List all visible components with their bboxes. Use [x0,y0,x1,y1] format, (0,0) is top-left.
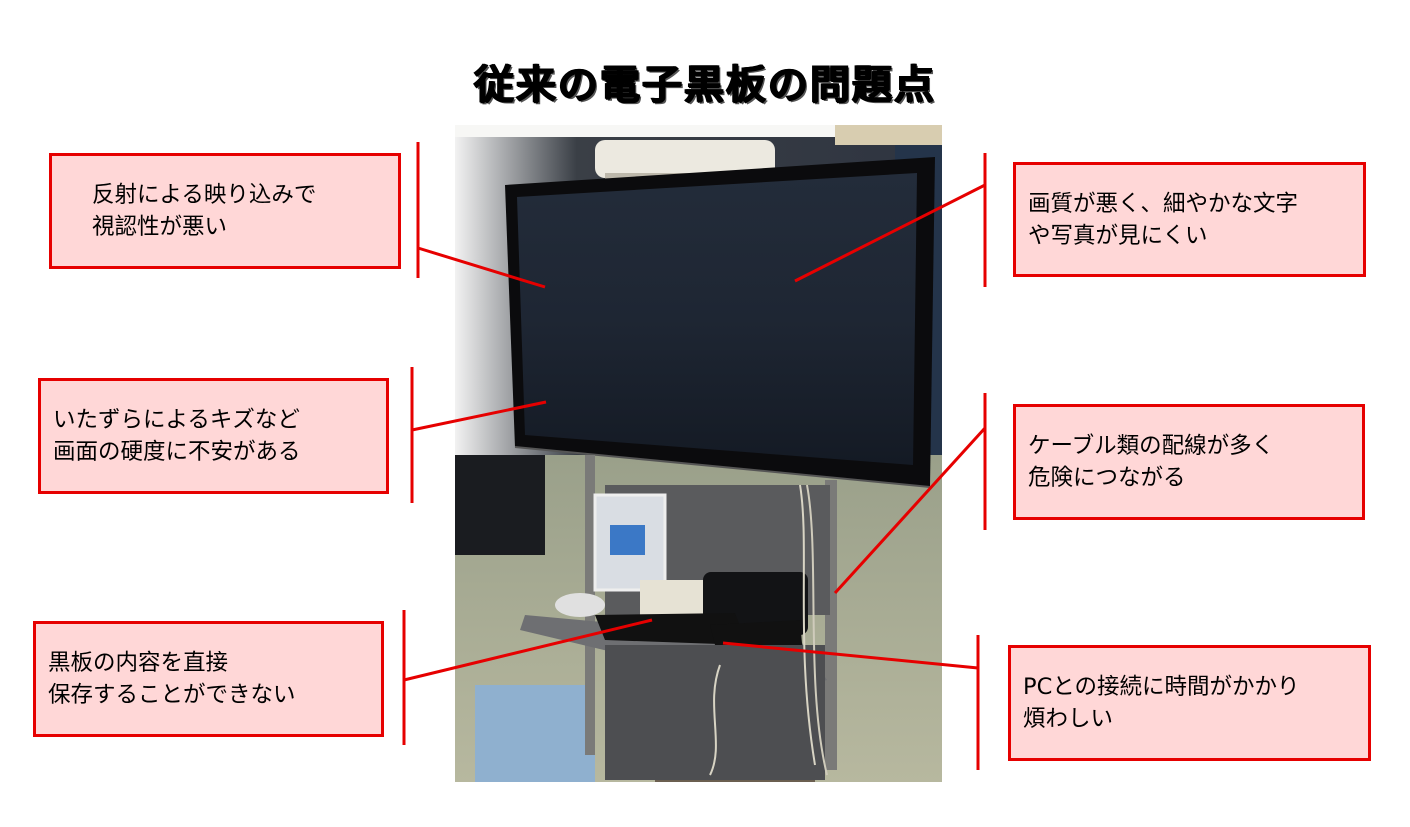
callout-line: いたずらによるキズなど [53,407,300,433]
right-2-pointer [833,426,987,595]
left-1-pointer [417,246,546,289]
callout-line: 煩わしい [1023,706,1114,732]
callout-reflection: 反射による映り込みで 視認性が悪い [49,153,401,269]
callout-line: 視認性が悪い [92,214,228,240]
electronic-blackboard-photo [455,125,942,782]
callout-pc-connection: PCとの接続に時間がかかり 煩わしい [1008,645,1371,761]
callout-line: 危険につながる [1028,465,1186,491]
callout-image-quality: 画質が悪く、細やかな文字 や写真が見にくい [1013,162,1366,277]
right-1-pointer [794,183,986,283]
callout-line: 反射による映り込みで [92,182,317,208]
callout-line: 黒板の内容を直接 [48,650,229,676]
callout-line: ケーブル類の配線が多く [1028,433,1275,459]
left-3-pointer [403,618,653,682]
callout-line: 画面の硬度に不安がある [53,439,301,465]
right-3-pointer [722,641,979,670]
callout-line: 画質が悪く、細やかな文字 [1028,190,1299,217]
callout-cables: ケーブル類の配線が多く 危険につながる [1013,404,1365,520]
photo-image-icon [455,125,942,782]
callout-line: 保存することができない [48,682,296,708]
page-title: 従来の電子黒板の問題点 [474,62,936,108]
left-2-pointer [411,400,547,432]
callout-cannot-save: 黒板の内容を直接 保存することができない [33,621,384,737]
callout-line: や写真が見にくい [1028,222,1208,249]
callout-line: PCとの接続に時間がかかり [1023,674,1300,700]
callout-screen-hardness: いたずらによるキズなど 画面の硬度に不安がある [38,378,389,494]
